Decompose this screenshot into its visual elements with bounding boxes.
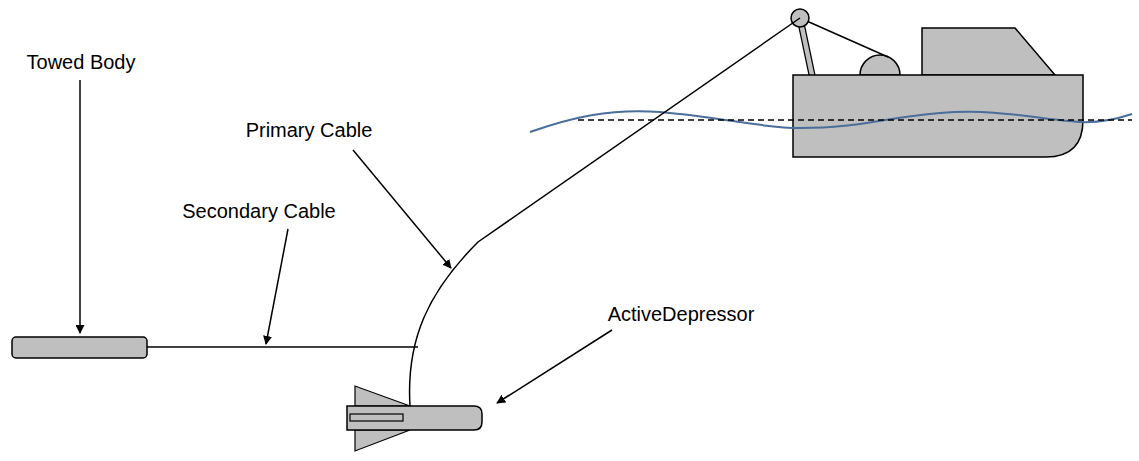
waterline xyxy=(578,119,1132,121)
leader-arrow xyxy=(266,229,288,344)
ship-hull xyxy=(793,75,1083,157)
water-surface xyxy=(530,111,1132,132)
winch-cable xyxy=(800,18,888,57)
leader-arrow xyxy=(353,150,451,268)
depressor-fin xyxy=(355,386,410,406)
depressor-body xyxy=(347,406,482,430)
leader-arrow xyxy=(79,80,81,333)
secondary-cable xyxy=(147,346,418,348)
part-label: Secondary Cable xyxy=(182,199,335,223)
part-label: ActiveDepressor xyxy=(608,302,755,326)
part-label: Towed Body xyxy=(27,50,136,74)
ship-cabin xyxy=(922,28,1055,75)
winch-drum xyxy=(860,55,900,75)
part-label: Primary Cable xyxy=(246,118,373,142)
active-depressor xyxy=(347,386,482,451)
towed-body xyxy=(12,337,147,358)
ship xyxy=(791,9,1083,157)
leader-arrow xyxy=(497,330,612,403)
primary-cable xyxy=(410,18,800,406)
depressor-fin xyxy=(355,430,410,451)
depressor-slot xyxy=(350,414,403,421)
